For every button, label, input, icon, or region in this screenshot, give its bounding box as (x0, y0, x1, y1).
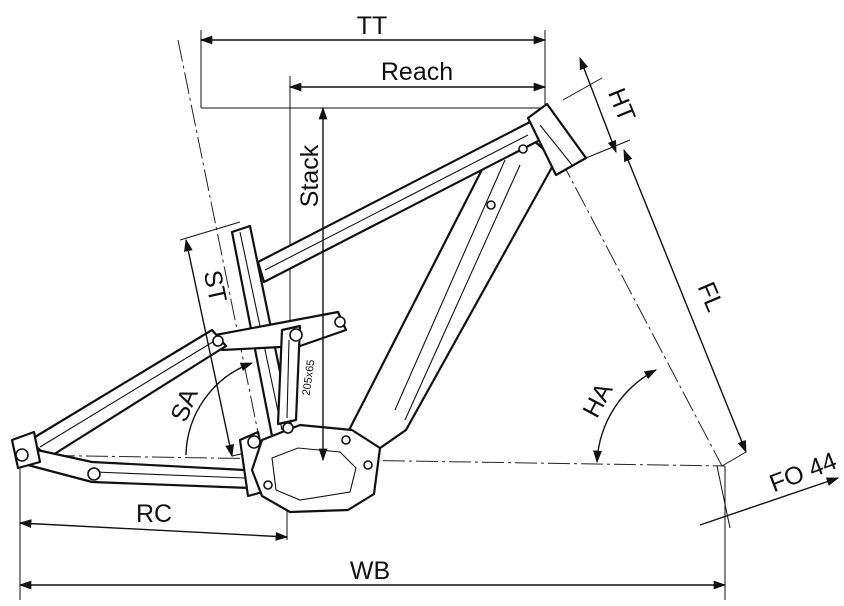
steering-axis (559, 157, 723, 467)
pivot-main (247, 435, 261, 449)
label-tt: TT (357, 12, 388, 40)
pivot-rocker-front (334, 316, 346, 328)
ha-angle-arc (593, 369, 658, 464)
pivot-shock-lower (282, 422, 294, 434)
pivot-bb-bolt-2 (363, 460, 373, 470)
fl-dim-line (623, 148, 747, 454)
pivot-rocker-main (289, 328, 303, 342)
label-fl: FL (692, 278, 729, 316)
label-ha: HA (577, 378, 618, 422)
st-ext-top (179, 221, 241, 241)
pivot-rear-axle (15, 448, 29, 462)
pivot-downtube-bolt (486, 200, 496, 210)
axle-line (19, 454, 726, 467)
rocker-link (208, 310, 348, 352)
bike-frame-drawing (10, 102, 588, 514)
dimension-lines (18, 35, 840, 590)
fo-dim-line (699, 477, 840, 526)
label-wb: WB (350, 557, 390, 585)
chain-stay (22, 446, 252, 490)
dimension-labels: TT Reach Stack HT ST FL SA HA RC WB FO 4… (136, 12, 841, 585)
fo-extension (716, 465, 731, 529)
pivot-bb-bolt-3 (263, 480, 273, 490)
label-st: ST (198, 268, 232, 305)
fl-ext-bottom (721, 451, 747, 467)
ht-dim-line (579, 56, 617, 154)
ht-ext-top (562, 77, 603, 101)
label-motor-size: 205x65 (301, 359, 318, 396)
sa-angle-arc (185, 362, 254, 456)
label-ht: HT (602, 84, 640, 125)
st-dim-line (184, 238, 234, 458)
label-stack: Stack (296, 144, 324, 207)
head-tube (526, 102, 588, 177)
motor-housing (250, 423, 382, 514)
label-reach: Reach (381, 58, 453, 86)
pivot-chainstay (87, 467, 101, 481)
pivot-seatstay (212, 335, 224, 347)
rc-dim-line (18, 519, 289, 541)
rear-shock (276, 324, 302, 426)
label-rc: RC (136, 500, 172, 528)
pivot-bb-bolt-1 (341, 435, 351, 445)
pivot-headtube-bolt (518, 144, 528, 154)
label-sa: SA (165, 384, 204, 426)
ht-ext-bottom (585, 139, 631, 159)
